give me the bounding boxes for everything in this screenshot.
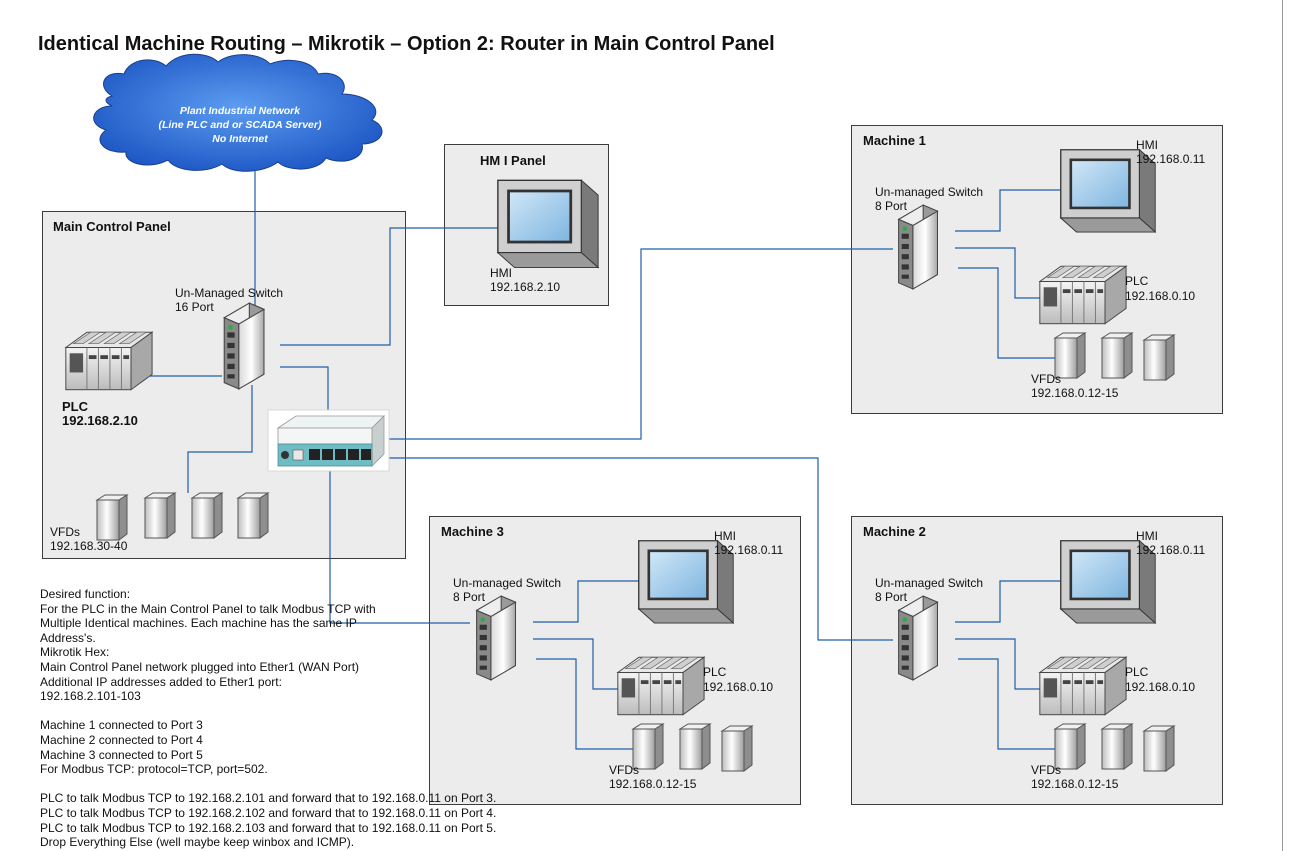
note-line: 192.168.2.101-103 xyxy=(40,689,141,704)
machine-1-title: Machine 1 xyxy=(863,133,926,148)
machine-1-switch-label: Un-managed Switch xyxy=(875,185,984,199)
machine-1-switch-icon xyxy=(898,204,939,290)
machine-3-vfd-ip: 192.168.0.12-15 xyxy=(609,777,697,791)
wire-m3-switch-to-hmi xyxy=(533,580,643,623)
main-plc-icon xyxy=(65,331,153,391)
network-wires xyxy=(150,170,1065,750)
mikrotik-router-icon xyxy=(267,409,390,472)
main-plc-ip: 192.168.2.10 xyxy=(62,413,138,428)
machine-3-plc-icon xyxy=(617,656,705,716)
wire-router-to-machine-3 xyxy=(329,466,470,624)
machine-2-vfd-ip: 192.168.0.12-15 xyxy=(1031,777,1119,791)
wire-m1-switch-to-vfds xyxy=(958,267,1056,359)
machine-1-vfd-icon-3 xyxy=(1143,334,1175,381)
wire-m1-switch-to-hmi xyxy=(955,189,1065,232)
note-line: Desired function: xyxy=(40,587,131,601)
wire-m2-switch-to-vfds xyxy=(958,658,1056,750)
note-line: Mikrotik Hex: xyxy=(40,645,110,660)
wire-router-to-machine-2 xyxy=(385,457,893,641)
machine-3-switch-label: Un-managed Switch xyxy=(453,576,562,590)
wire-m3-switch-to-vfds xyxy=(536,658,634,750)
note-line xyxy=(40,704,600,719)
machine-2-vfd-icon-3 xyxy=(1143,725,1175,772)
description-notes: Desired function: For the PLC in the Mai… xyxy=(40,587,600,850)
note-line: PLC to talk Modbus TCP to 192.168.2.101 … xyxy=(40,791,497,806)
wire-switch-to-router xyxy=(280,366,329,414)
machine-2-hmi-ip: 192.168.0.11 xyxy=(1136,543,1206,557)
hmi-panel-hmi-label: HMI xyxy=(490,266,512,280)
main-switch-icon xyxy=(223,302,265,390)
wire-m3-switch-to-plc xyxy=(533,638,618,690)
main-plc-label: PLC xyxy=(62,399,88,414)
machine-3-plc-ip: 192.168.0.10 xyxy=(703,680,774,694)
cloud-line-3: No Internet xyxy=(212,133,268,145)
cloud-line-2: (Line PLC and or SCADA Server) xyxy=(158,119,322,131)
hmi-panel-title: HM I Panel xyxy=(480,153,546,168)
wire-m2-switch-to-plc xyxy=(955,638,1040,690)
machine-3-vfd-icon-3 xyxy=(721,725,753,772)
page-edge-line xyxy=(1282,0,1283,851)
note-line: PLC to talk Modbus TCP to 192.168.2.102 … xyxy=(40,805,497,820)
cloud-line-1: Plant Industrial Network xyxy=(179,105,301,117)
note-line: Multiple Identical machines. Each machin… xyxy=(40,616,357,631)
page-title: Identical Machine Routing – Mikrotik – O… xyxy=(38,33,775,55)
main-vfd-icon-3 xyxy=(191,492,223,539)
machine-1-hmi-ip: 192.168.0.11 xyxy=(1136,152,1206,166)
note-line: Main Control Panel network plugged into … xyxy=(40,659,360,674)
note-line: Machine 3 connected to Port 5 xyxy=(40,747,203,762)
wire-m2-switch-to-hmi xyxy=(955,580,1065,623)
machine-2-title: Machine 2 xyxy=(863,524,926,539)
machine-1-hmi-label: HMI xyxy=(1136,138,1158,152)
cloud-label: Plant Industrial Network (Line PLC and o… xyxy=(120,104,360,146)
main-vfd-label: VFDs xyxy=(50,525,80,539)
main-switch-ports: 16 Port xyxy=(175,300,214,314)
note-line: PLC to talk Modbus TCP to 192.168.2.103 … xyxy=(40,820,497,835)
machine-2-switch-ports: 8 Port xyxy=(875,590,908,604)
machine-1-plc-label: PLC xyxy=(1125,274,1149,288)
note-line: Drop Everything Else (well maybe keep wi… xyxy=(40,835,355,850)
machine-2-hmi-label: HMI xyxy=(1136,529,1158,543)
main-vfd-icon-1 xyxy=(96,494,128,541)
note-line: Machine 1 connected to Port 3 xyxy=(40,718,203,733)
machine-2-vfd-icon-2 xyxy=(1101,723,1133,770)
machine-2-plc-ip: 192.168.0.10 xyxy=(1125,680,1196,694)
main-panel-title: Main Control Panel xyxy=(53,219,171,234)
note-line xyxy=(40,777,600,792)
machine-1-vfd-icon-2 xyxy=(1101,332,1133,379)
machine-3-vfd-label: VFDs xyxy=(609,763,639,777)
main-switch-label: Un-Managed Switch xyxy=(175,286,284,300)
machine-3-hmi-label: HMI xyxy=(714,529,736,543)
main-vfd-ip: 192.168.30-40 xyxy=(50,539,128,553)
hmi-panel-hmi-ip: 192.168.2.10 xyxy=(490,280,561,294)
note-line: Additional IP addresses added to Ether1 … xyxy=(40,674,282,689)
machine-3-vfd-icon-2 xyxy=(679,723,711,770)
machine-1-vfd-label: VFDs xyxy=(1031,372,1061,386)
machine-2-plc-label: PLC xyxy=(1125,665,1149,679)
machine-1-plc-icon xyxy=(1039,265,1127,325)
wire-switch-to-vfds xyxy=(187,385,253,493)
machine-1-plc-ip: 192.168.0.10 xyxy=(1125,289,1196,303)
main-vfd-icon-4 xyxy=(237,492,269,539)
machine-3-plc-label: PLC xyxy=(703,665,727,679)
machine-1-switch-ports: 8 Port xyxy=(875,199,908,213)
machine-3-switch-ports: 8 Port xyxy=(453,590,486,604)
cloud-icon xyxy=(93,53,383,172)
machine-1-vfd-ip: 192.168.0.12-15 xyxy=(1031,386,1119,400)
note-line: For the PLC in the Main Control Panel to… xyxy=(40,601,376,616)
machine-3-hmi-ip: 192.168.0.11 xyxy=(714,543,784,557)
hmi-panel-screen-icon xyxy=(497,179,599,269)
note-line: Address's. xyxy=(40,630,96,645)
machine-2-switch-label: Un-managed Switch xyxy=(875,576,984,590)
machine-2-switch-icon xyxy=(898,595,939,681)
main-vfd-icon-2 xyxy=(144,492,176,539)
machine-3-title: Machine 3 xyxy=(441,524,504,539)
wire-switch-to-hmi-panel xyxy=(280,227,510,346)
wire-m1-switch-to-plc xyxy=(955,247,1040,299)
note-line: For Modbus TCP: protocol=TCP, port=502. xyxy=(40,762,268,777)
wire-router-to-machine-1 xyxy=(385,248,893,440)
machine-2-plc-icon xyxy=(1039,656,1127,716)
note-line: Machine 2 connected to Port 4 xyxy=(40,732,203,747)
machine-2-vfd-label: VFDs xyxy=(1031,763,1061,777)
